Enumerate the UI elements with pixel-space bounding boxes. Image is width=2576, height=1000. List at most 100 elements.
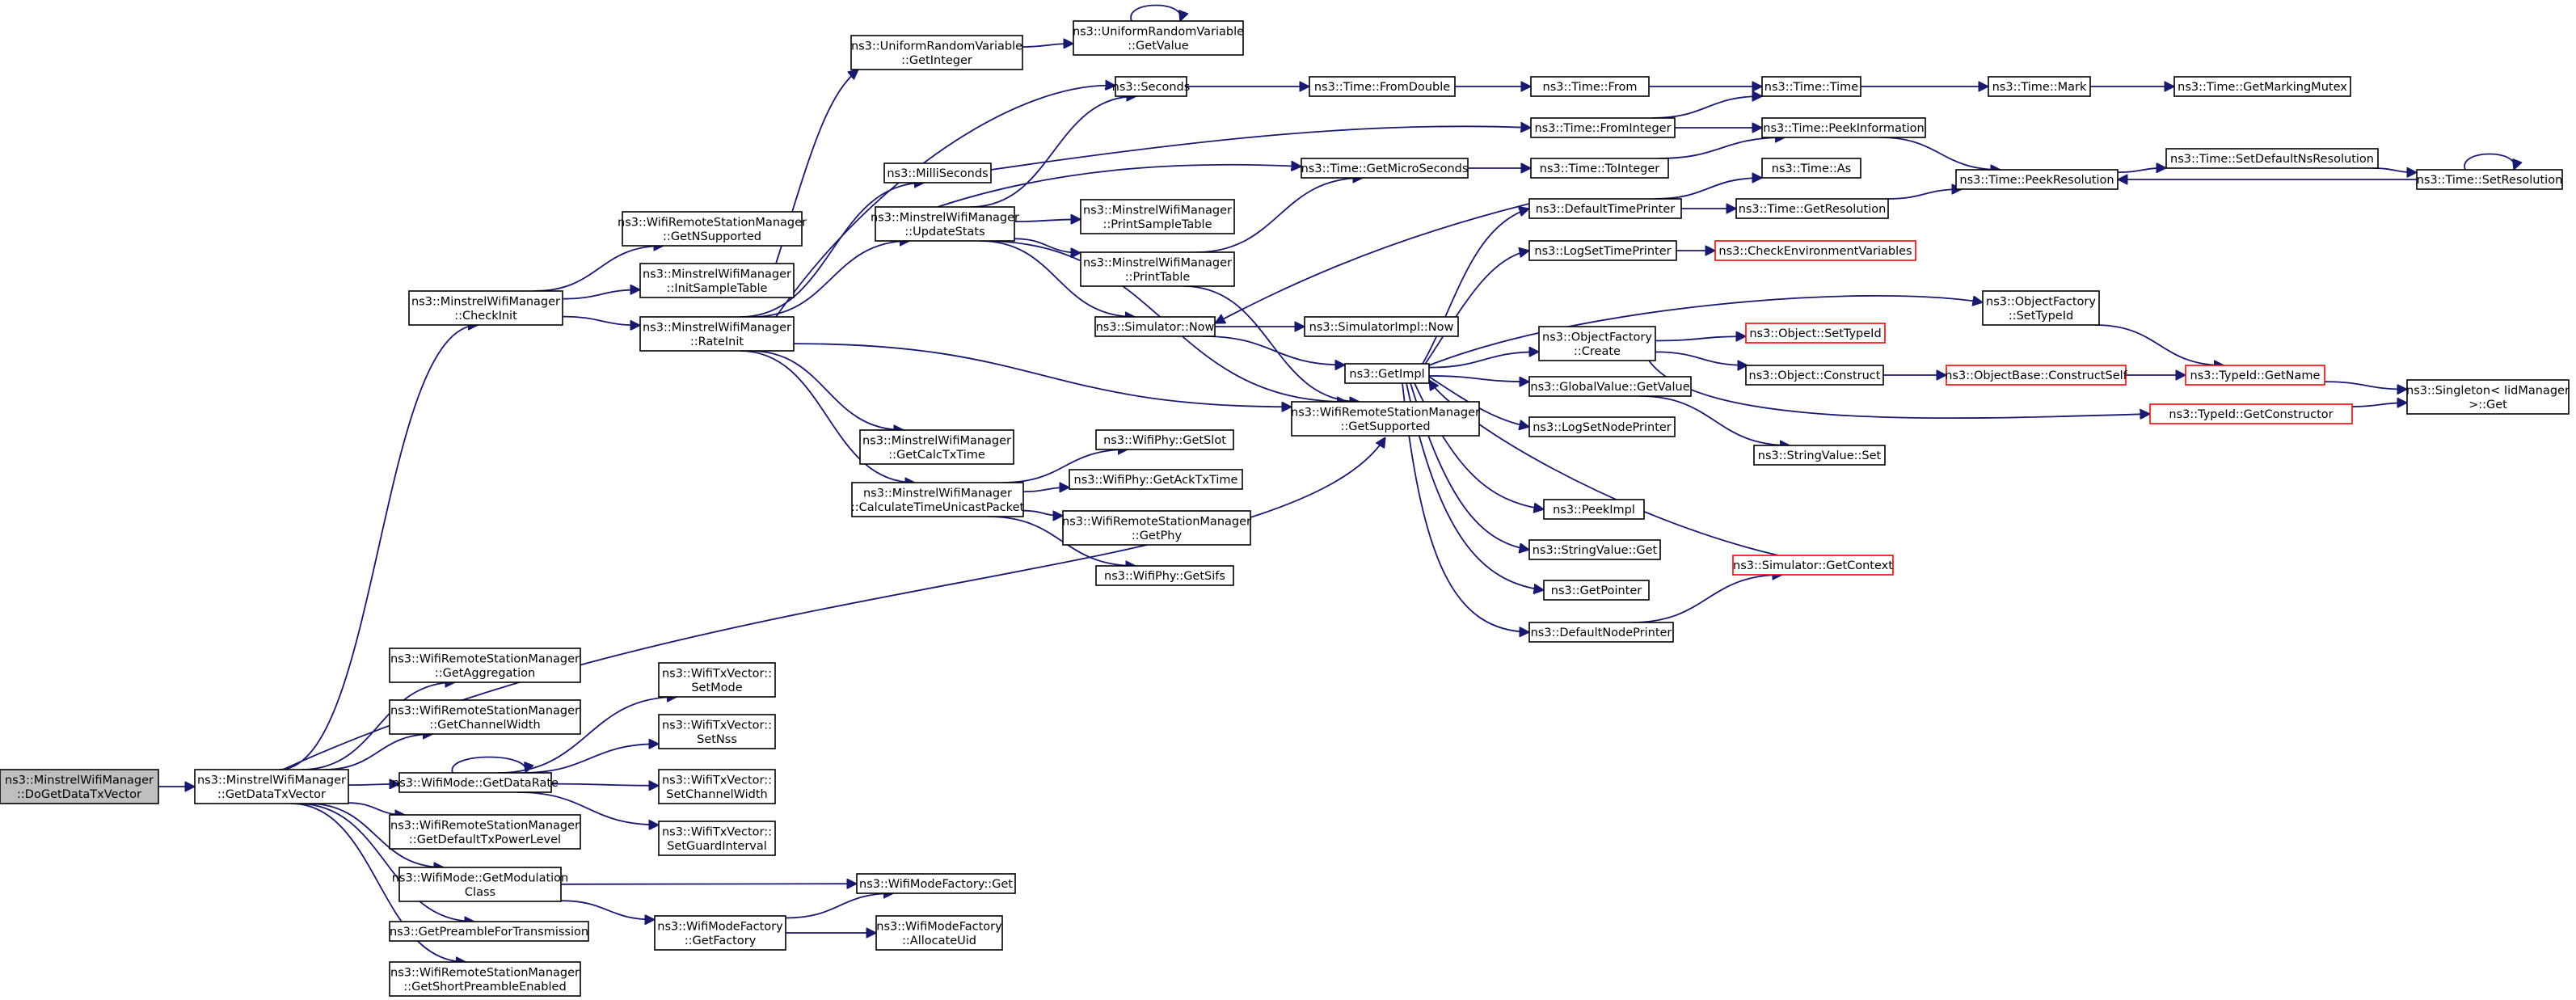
node-getshortpreambleenabled[interactable]: ns3::WifiRemoteStationManager::GetShortP… bbox=[389, 961, 581, 997]
node-time-from[interactable]: ns3::Time::From bbox=[1530, 76, 1650, 97]
node-initsampletable[interactable]: ns3::MinstrelWifiManager::InitSampleTabl… bbox=[639, 263, 795, 298]
node-seconds[interactable]: ns3::Seconds bbox=[1112, 76, 1191, 97]
node-box bbox=[1528, 198, 1682, 219]
node-urv-getinteger[interactable]: ns3::UniformRandomVariable::GetInteger bbox=[850, 35, 1023, 70]
node-setmode[interactable]: ns3::WifiTxVector::SetMode bbox=[658, 662, 776, 698]
node-peekimpl[interactable]: ns3::PeekImpl bbox=[1543, 499, 1645, 520]
node-getimpl[interactable]: ns3::GetImpl bbox=[1344, 363, 1430, 384]
edge-updatestats-to-getmicroseconds bbox=[937, 165, 1301, 208]
node-typeid-getname[interactable]: ns3::TypeId::GetName bbox=[2185, 365, 2325, 386]
node-logsetnodeprinter[interactable]: ns3::LogSetNodePrinter bbox=[1528, 416, 1676, 437]
edge-typeid-getconstructor-to-singleton-get bbox=[2351, 403, 2407, 407]
node-printsampletable[interactable]: ns3::MinstrelWifiManager::PrintSampleTab… bbox=[1080, 199, 1235, 234]
node-getphy[interactable]: ns3::WifiRemoteStationManager::GetPhy bbox=[1062, 510, 1251, 546]
edge-fromInteger-to-time-time bbox=[1651, 96, 1763, 119]
edge-urv-getinteger-to-urv-getvalue bbox=[1022, 44, 1073, 47]
node-getpreamblefortransmission[interactable]: ns3::GetPreambleForTransmission bbox=[389, 921, 589, 942]
node-simulator-now[interactable]: ns3::Simulator::Now bbox=[1094, 316, 1216, 337]
node-getsupported[interactable]: ns3::WifiRemoteStationManager::GetSuppor… bbox=[1291, 401, 1480, 437]
node-logsettimeprinter[interactable]: ns3::LogSetTimePrinter bbox=[1528, 240, 1677, 261]
node-label: ns3::ObjectBase::ConstructSelf bbox=[1945, 369, 2127, 382]
node-stringvalue-get[interactable]: ns3::StringValue::Get bbox=[1528, 539, 1661, 560]
node-box bbox=[194, 769, 349, 804]
node-box bbox=[875, 915, 1003, 951]
edge-checkinit-to-getnsupported bbox=[533, 246, 664, 292]
node-label: ::UpdateStats bbox=[904, 226, 984, 238]
node-constructself[interactable]: ns3::ObjectBase::ConstructSelf bbox=[1945, 365, 2128, 386]
node-dogetdatatxvector[interactable]: ns3::MinstrelWifiManager::DoGetDataTxVec… bbox=[0, 769, 159, 804]
node-calculatetimeunicastpacket[interactable]: ns3::MinstrelWifiManager::CalculateTimeU… bbox=[851, 482, 1025, 517]
node-setdefaultnsresolution[interactable]: ns3::Time::SetDefaultNsResolution bbox=[2165, 148, 2379, 169]
edge-getmodulationclass-to-wifimodefactory-getfactory bbox=[560, 900, 655, 919]
edge-rateinit-to-seconds bbox=[775, 86, 1115, 318]
node-box bbox=[1530, 76, 1650, 97]
node-box bbox=[1344, 363, 1430, 384]
node-fromInteger[interactable]: ns3::Time::FromInteger bbox=[1530, 117, 1676, 138]
node-objectfactory-settypeid[interactable]: ns3::ObjectFactory::SetTypeId bbox=[1982, 290, 2100, 326]
node-object-settypeid[interactable]: ns3::Object::SetTypeId bbox=[1745, 323, 1886, 344]
node-setresolution[interactable]: ns3::Time::SetResolution bbox=[2416, 169, 2563, 190]
node-object-construct[interactable]: ns3::Object::Construct bbox=[1745, 365, 1884, 386]
node-defaultnodeprinter[interactable]: ns3::DefaultNodePrinter bbox=[1528, 622, 1674, 643]
node-milliseconds[interactable]: ns3::MilliSeconds bbox=[883, 162, 992, 184]
node-wifimodefactory-getfactory[interactable]: ns3::WifiModeFactory::GetFactory bbox=[654, 915, 786, 951]
node-getdatatxvector[interactable]: ns3::MinstrelWifiManager::GetDataTxVecto… bbox=[194, 769, 349, 804]
node-time-time[interactable]: ns3::Time::Time bbox=[1761, 76, 1861, 97]
node-getchannelwidth[interactable]: ns3::WifiRemoteStationManager::GetChanne… bbox=[389, 699, 581, 735]
node-label: ns3::MilliSeconds bbox=[887, 167, 988, 180]
node-getdefaulttxpowerlevel[interactable]: ns3::WifiRemoteStationManager::GetDefaul… bbox=[389, 814, 581, 850]
node-box bbox=[1761, 158, 1861, 179]
node-peekinformation[interactable]: ns3::Time::PeekInformation bbox=[1761, 117, 1926, 138]
node-setguardinterval[interactable]: ns3::WifiTxVector::SetGuardInterval bbox=[658, 821, 776, 856]
node-simulatorimpl-now[interactable]: ns3::SimulatorImpl::Now bbox=[1304, 316, 1459, 337]
node-stringvalue-set[interactable]: ns3::StringValue::Set bbox=[1753, 445, 1886, 466]
node-getmarkingmutex[interactable]: ns3::Time::GetMarkingMutex bbox=[2173, 76, 2351, 97]
node-label: ns3::WifiRemoteStationManager bbox=[618, 216, 807, 229]
node-label: ::RateInit bbox=[690, 335, 744, 348]
node-getacktxtime[interactable]: ns3::WifiPhy::GetAckTxTime bbox=[1069, 469, 1243, 490]
node-setchannelwidth[interactable]: ns3::WifiTxVector::SetChannelWidth bbox=[658, 769, 776, 804]
edge-peekresolution-to-setdefaultnsresolution bbox=[2117, 168, 2166, 172]
node-getmicroseconds[interactable]: ns3::Time::GetMicroSeconds bbox=[1301, 158, 1469, 179]
node-rateinit[interactable]: ns3::MinstrelWifiManager::RateInit bbox=[639, 316, 795, 352]
node-globalvalue-getvalue[interactable]: ns3::GlobalValue::GetValue bbox=[1528, 376, 1692, 397]
node-getslot[interactable]: ns3::WifiPhy::GetSlot bbox=[1095, 429, 1234, 450]
edge-getdatarate-to-getdatarate bbox=[451, 756, 525, 774]
node-checkinit[interactable]: ns3::MinstrelWifiManager::CheckInit bbox=[408, 290, 563, 326]
node-box bbox=[1528, 240, 1677, 261]
node-getresolution[interactable]: ns3::Time::GetResolution bbox=[1735, 198, 1889, 219]
node-getnsupported[interactable]: ns3::WifiRemoteStationManager::GetNSuppo… bbox=[618, 211, 807, 247]
node-box bbox=[1543, 580, 1650, 601]
node-defaulttimeprinter[interactable]: ns3::DefaultTimePrinter bbox=[1528, 198, 1682, 219]
node-getcalctxtime[interactable]: ns3::MinstrelWifiManager::GetCalcTxTime bbox=[859, 429, 1014, 465]
node-typeid-getconstructor[interactable]: ns3::TypeId::GetConstructor bbox=[2149, 403, 2353, 424]
node-getsifs[interactable]: ns3::WifiPhy::GetSifs bbox=[1095, 565, 1234, 586]
node-simulator-getcontext[interactable]: ns3::Simulator::GetContext bbox=[1732, 555, 1894, 576]
node-label: ns3::DefaultTimePrinter bbox=[1536, 203, 1675, 216]
node-box bbox=[1094, 316, 1216, 337]
node-getdatarate[interactable]: ns3::WifiMode::GetDataRate bbox=[392, 772, 559, 793]
node-tointeger[interactable]: ns3::Time::ToInteger bbox=[1530, 158, 1669, 179]
node-label: ns3::StringValue::Get bbox=[1533, 544, 1658, 557]
node-allocateuid[interactable]: ns3::WifiModeFactory::AllocateUid bbox=[875, 915, 1003, 951]
node-time-as[interactable]: ns3::Time::As bbox=[1761, 158, 1861, 179]
node-getaggregation[interactable]: ns3::WifiRemoteStationManager::GetAggreg… bbox=[389, 648, 581, 683]
node-printtable[interactable]: ns3::MinstrelWifiManager::PrintTable bbox=[1080, 251, 1235, 287]
node-fromdouble[interactable]: ns3::Time::FromDouble bbox=[1309, 76, 1456, 97]
node-setnss[interactable]: ns3::WifiTxVector::SetNss bbox=[658, 714, 776, 749]
node-singleton-get[interactable]: ns3::Singleton< IidManager>::Get bbox=[2406, 379, 2570, 415]
node-checkenvironmentvariables[interactable]: ns3::CheckEnvironmentVariables bbox=[1714, 240, 1916, 261]
node-urv-getvalue[interactable]: ns3::UniformRandomVariable::GetValue bbox=[1073, 20, 1244, 56]
node-peekresolution[interactable]: ns3::Time::PeekResolution bbox=[1955, 169, 2119, 190]
node-box bbox=[1538, 326, 1656, 361]
node-box bbox=[389, 814, 581, 850]
node-getpointer[interactable]: ns3::GetPointer bbox=[1543, 580, 1650, 601]
node-label: ns3::StringValue::Set bbox=[1758, 449, 1882, 462]
node-box bbox=[850, 35, 1023, 70]
node-wifimodefactory-get[interactable]: ns3::WifiModeFactory::Get bbox=[856, 873, 1016, 894]
node-label: ns3::WifiTxVector:: bbox=[662, 667, 772, 680]
node-objectfactory-create[interactable]: ns3::ObjectFactory::Create bbox=[1538, 326, 1656, 361]
node-updatestats[interactable]: ns3::MinstrelWifiManager::UpdateStats bbox=[871, 206, 1019, 242]
node-time-mark[interactable]: ns3::Time::Mark bbox=[1988, 76, 2091, 97]
